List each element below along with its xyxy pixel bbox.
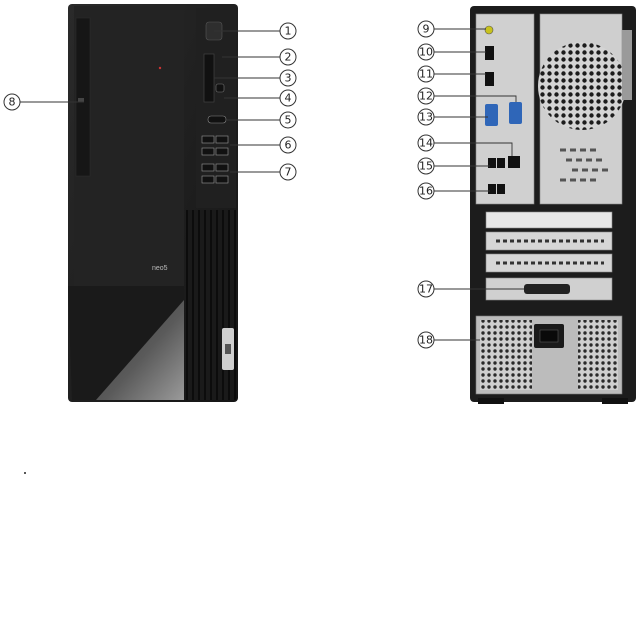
front-view: neo5 1 2 3 4 5 [4,4,296,402]
rear-foot-left [478,398,504,404]
svg-text:14: 14 [419,137,433,150]
usb-c-port [208,116,226,123]
svg-text:6: 6 [285,139,292,152]
svg-text:11: 11 [419,68,433,81]
ethernet-port [508,156,520,168]
rear-side-slot [622,30,632,100]
front-badge-inner [225,344,231,354]
callout-3: 3 [280,70,296,86]
usb-port [216,136,228,143]
rear-fan-grille [538,42,626,130]
svg-text:4: 4 [285,92,292,105]
brand-label: neo5 [152,265,168,272]
serial-port [524,284,570,294]
callout-18: 18 [418,332,434,348]
callout-5: 5 [280,112,296,128]
svg-text:1: 1 [285,25,292,38]
hdmi-port [485,72,494,86]
usb-port [202,136,214,143]
usb-port [216,148,228,155]
svg-text:2: 2 [285,51,292,64]
rear-usb-port [488,158,496,168]
svg-text:9: 9 [423,23,430,36]
status-led [159,67,161,69]
rear-usb-port [488,184,496,194]
callout-7: 7 [280,164,296,180]
vga-port-2 [509,102,522,124]
front-vent-ribs [186,210,236,400]
callout-14: 14 [418,135,434,151]
callout-6: 6 [280,137,296,153]
callout-11: 11 [418,66,434,82]
callout-16: 16 [418,183,434,199]
power-inlet-socket [540,330,558,342]
audio-port-rear [485,26,493,34]
rear-view: 9 10 11 12 13 14 15 16 17 18 [418,6,636,404]
callout-17: 17 [418,281,434,297]
front-bezel-panel [74,6,184,286]
usb-port [202,176,214,183]
usb-port [216,164,228,171]
psu-vent [480,320,532,390]
rear-io-plate [476,14,534,204]
svg-text:7: 7 [285,166,292,179]
callout-13: 13 [418,109,434,125]
svg-text:5: 5 [285,114,292,127]
callout-9: 9 [418,21,434,37]
callout-8: 8 [4,94,20,110]
callout-4: 4 [280,90,296,106]
usb-port [216,176,228,183]
svg-text:8: 8 [9,96,16,109]
vga-port-1 [485,104,498,126]
svg-text:15: 15 [419,160,433,173]
optical-drive-button [78,98,84,102]
svg-text:17: 17 [419,283,433,296]
svg-text:13: 13 [419,111,433,124]
callout-12: 12 [418,88,434,104]
callout-1: 1 [280,23,296,39]
usb-port [202,164,214,171]
stray-dot [24,472,26,474]
usb-port [202,148,214,155]
callout-2: 2 [280,49,296,65]
displayport [485,46,494,60]
callout-15: 15 [418,158,434,174]
audio-jack [216,84,224,92]
svg-text:16: 16 [419,185,433,198]
rear-usb-port [497,158,505,168]
rear-foot-right [602,398,628,404]
expansion-slot-1 [486,212,612,228]
psu-vent-right [578,320,618,390]
optical-drive-bay [76,18,90,176]
svg-text:12: 12 [419,90,433,103]
card-reader-slot [204,54,214,102]
svg-text:3: 3 [285,72,292,85]
rear-usb-port [497,184,505,194]
callout-10: 10 [418,44,434,60]
svg-text:18: 18 [419,334,433,347]
svg-text:10: 10 [419,46,433,59]
